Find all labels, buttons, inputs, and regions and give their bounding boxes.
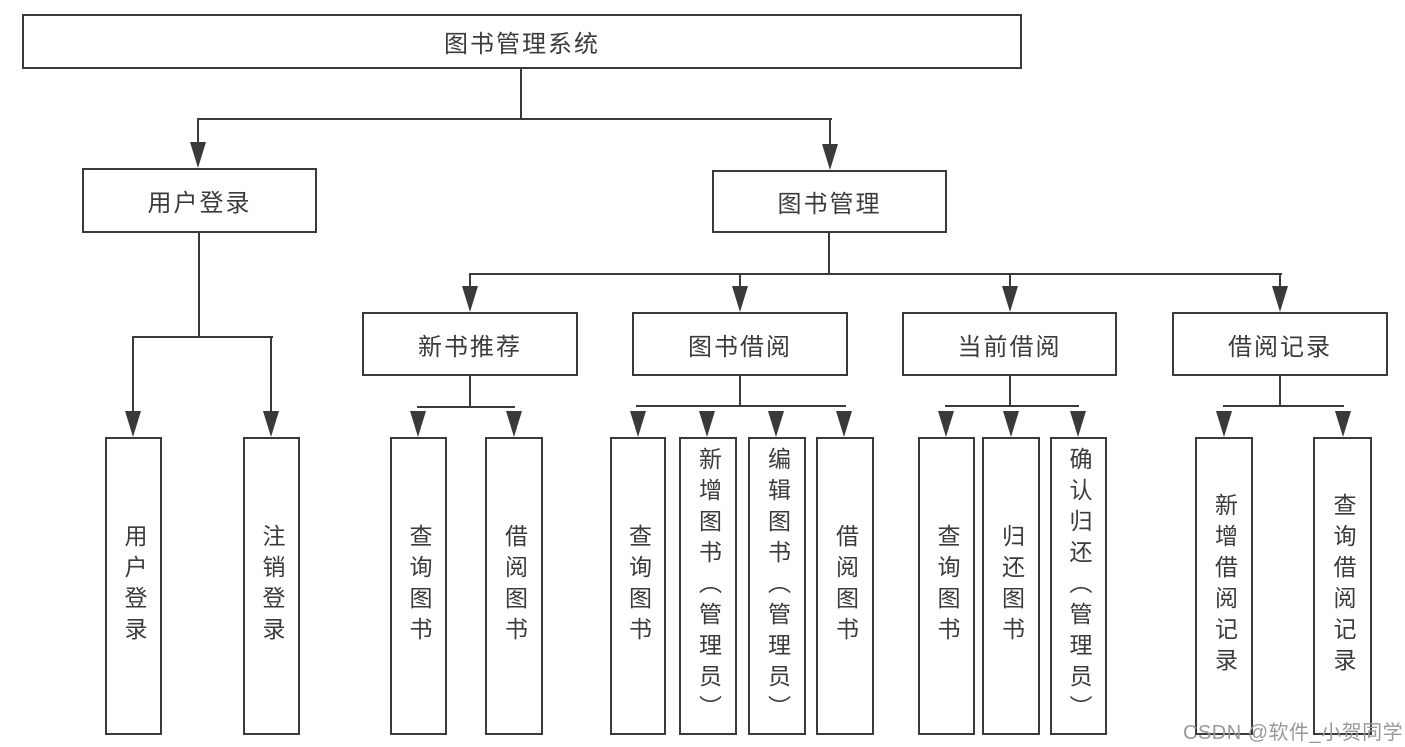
connector-book-management-branch <box>469 273 1282 275</box>
connector-records-branch <box>1223 405 1344 407</box>
arrowhead-icon <box>263 411 279 437</box>
connector-leaf-user-login-stub <box>132 336 134 414</box>
arrowhead-icon <box>1003 411 1019 437</box>
connector-root-branch <box>197 118 832 120</box>
arrowhead-icon <box>822 144 838 170</box>
arrowhead-icon <box>732 286 748 312</box>
connector-current-drop <box>1009 376 1011 407</box>
leaf-user-login-label: 用户登录 <box>121 524 147 648</box>
arrowhead-icon <box>938 411 954 437</box>
arrowhead-icon <box>1002 286 1018 312</box>
node-borrowing-records: 借阅记录 <box>1172 312 1388 376</box>
leaf-query-book-recommend: 查询图书 <box>390 437 447 735</box>
leaf-add-borrow-record-label: 新增借阅记录 <box>1211 493 1238 679</box>
connector-borrowing-drop <box>739 376 741 407</box>
leaf-add-borrow-record: 新增借阅记录 <box>1195 437 1253 735</box>
connector-user-login-stub <box>197 118 199 146</box>
leaf-borrow-book-borrowing-label: 借阅图书 <box>832 524 859 648</box>
leaf-query-borrow-record-label: 查询借阅记录 <box>1330 493 1356 679</box>
connector-book-borrowing-stub <box>739 273 741 289</box>
leaf-logout-label: 注销登录 <box>259 524 285 648</box>
node-book-management-label: 图书管理 <box>777 191 882 218</box>
arrowhead-icon <box>1335 411 1351 437</box>
node-user-login-label: 用户登录 <box>147 190 252 217</box>
arrowhead-icon <box>410 411 426 437</box>
connector-root-drop <box>520 69 522 120</box>
leaf-logout: 注销登录 <box>243 437 300 735</box>
node-book-borrowing: 图书借阅 <box>632 312 848 376</box>
connector-records-drop <box>1279 376 1281 407</box>
connector-current-borrowing-stub <box>1009 273 1011 289</box>
arrowhead-icon <box>190 142 206 168</box>
leaf-query-book-borrowing: 查询图书 <box>610 437 666 735</box>
node-borrowing-records-label: 借阅记录 <box>1228 333 1332 361</box>
leaf-edit-book-admin-label: 编辑图书（管理员） <box>764 446 791 726</box>
arrowhead-icon <box>506 411 522 437</box>
arrowhead-icon <box>1216 411 1232 437</box>
node-current-borrowing-label: 当前借阅 <box>957 333 1062 361</box>
leaf-return-book: 归还图书 <box>982 437 1040 735</box>
connector-book-management-drop <box>828 233 830 275</box>
node-current-borrowing: 当前借阅 <box>902 312 1117 376</box>
leaf-user-login: 用户登录 <box>105 437 162 735</box>
connector-borrowing-branch <box>636 405 846 407</box>
connector-recommend-drop <box>469 376 471 408</box>
leaf-borrow-book-recommend: 借阅图书 <box>485 437 543 735</box>
leaf-edit-book-admin: 编辑图书（管理员） <box>748 437 806 735</box>
leaf-add-book-admin-label: 新增图书（管理员） <box>695 446 722 726</box>
leaf-confirm-return-admin-label: 确认归还（管理员） <box>1066 446 1092 726</box>
connector-current-branch <box>945 405 1079 407</box>
leaf-add-book-admin: 新增图书（管理员） <box>679 437 737 735</box>
connector-borrowing-records-stub <box>1279 273 1281 289</box>
arrowhead-icon <box>1272 286 1288 312</box>
node-root: 图书管理系统 <box>22 14 1022 69</box>
arrowhead-icon <box>699 411 715 437</box>
arrowhead-icon <box>630 411 646 437</box>
leaf-query-book-current-label: 查询图书 <box>934 524 960 648</box>
node-root-label: 图书管理系统 <box>444 31 600 58</box>
connector-book-management-stub <box>829 118 831 148</box>
node-book-borrowing-label: 图书借阅 <box>688 333 792 361</box>
arrowhead-icon <box>462 286 478 312</box>
node-user-login: 用户登录 <box>82 168 317 233</box>
leaf-query-book-borrowing-label: 查询图书 <box>625 524 652 648</box>
connector-user-login-drop <box>198 233 200 338</box>
connector-new-book-recommend-stub <box>469 273 471 289</box>
leaf-borrow-book-borrowing: 借阅图书 <box>816 437 874 735</box>
arrowhead-icon <box>768 411 784 437</box>
leaf-borrow-book-recommend-label: 借阅图书 <box>501 524 528 648</box>
node-book-management: 图书管理 <box>712 170 947 233</box>
connector-leaf-logout-stub <box>270 336 272 414</box>
leaf-return-book-label: 归还图书 <box>998 524 1025 648</box>
connector-recommend-branch <box>417 406 515 408</box>
node-new-book-recommend-label: 新书推荐 <box>418 333 522 361</box>
arrowhead-icon <box>836 411 852 437</box>
leaf-query-borrow-record: 查询借阅记录 <box>1313 437 1372 735</box>
arrowhead-icon <box>1070 411 1086 437</box>
csdn-watermark: CSDN @软件_小贺同学 <box>1183 722 1404 744</box>
leaf-confirm-return-admin: 确认归还（管理员） <box>1050 437 1107 735</box>
leaf-query-book-current: 查询图书 <box>918 437 975 735</box>
leaf-query-book-recommend-label: 查询图书 <box>406 524 432 648</box>
node-new-book-recommend: 新书推荐 <box>362 312 578 376</box>
connector-user-login-branch <box>132 336 273 338</box>
arrowhead-icon <box>125 411 141 437</box>
